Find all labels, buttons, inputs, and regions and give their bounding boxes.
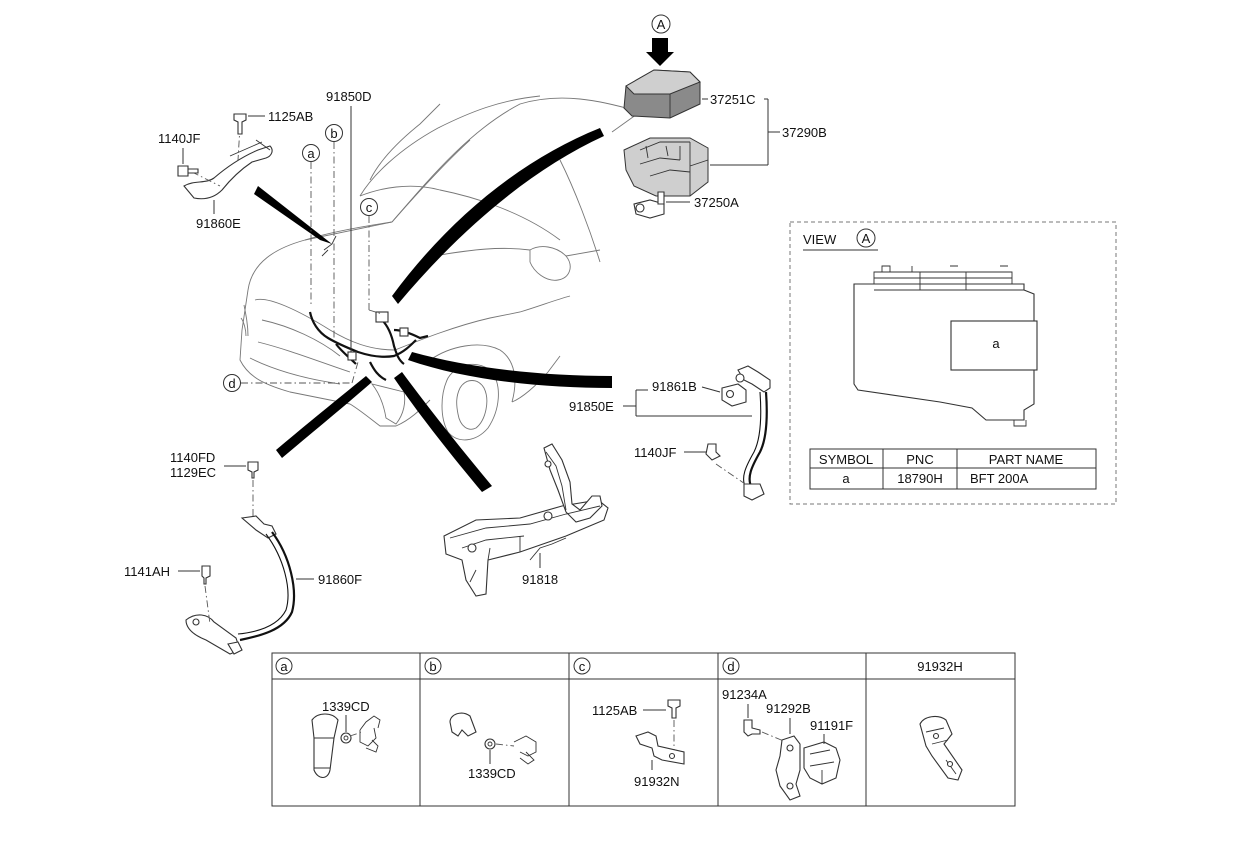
panel-c-label-1125AB: 1125AB (592, 703, 637, 718)
label-37251C: 37251C (710, 92, 756, 107)
terminal-housing (623, 137, 709, 197)
marker-c-callout: c (360, 198, 383, 315)
table-header-symbol: SYMBOL (819, 452, 873, 467)
panel-d-label-91292B: 91292B (766, 701, 811, 716)
harness-connector-icon (375, 311, 389, 323)
ground-cable-91860F (185, 461, 296, 655)
label-91850D: 91850D (326, 89, 372, 104)
label-91860F: 91860F (318, 572, 362, 587)
panel-d-label-91234A: 91234A (722, 687, 767, 702)
wiring-harness-91850D (308, 235, 429, 381)
panel-a-parts (311, 713, 381, 779)
bolt-icon (201, 565, 211, 585)
marker-a-top: a (307, 146, 315, 161)
panel-a-label-1339CD: 1339CD (322, 699, 370, 714)
panel-c-parts (635, 699, 685, 765)
label-91818: 91818 (522, 572, 558, 587)
panel-d-label-91191F: 91191F (810, 718, 853, 733)
table-header-pnc: PNC (906, 452, 933, 467)
panel-d-parts (743, 719, 841, 801)
ground-cable-91860E (177, 113, 273, 200)
label-37290B: 37290B (782, 125, 827, 140)
view-a-inner-label: a (992, 336, 1000, 351)
table-cell-part-name: BFT 200A (970, 471, 1029, 486)
marker-d-callout: d (223, 361, 359, 392)
bracket-91818 (443, 443, 609, 597)
panel-a-marker: a (280, 659, 288, 674)
label-91861B: 91861B (652, 379, 697, 394)
panel-c-label-91932N: 91932N (634, 774, 680, 789)
parts-table: SYMBOL PNC PART NAME a 18790H BFT 200A (809, 448, 1097, 490)
label-1129EC: 1129EC (170, 465, 216, 480)
bolt-icon (233, 113, 247, 135)
view-a-panel: VIEW A a (789, 221, 1117, 505)
location-arrows (254, 128, 612, 492)
label-91850E: 91850E (569, 399, 614, 414)
label-1140FD: 1140FD (170, 450, 215, 465)
bolt-icon (705, 443, 721, 461)
vehicle-outline (239, 95, 642, 441)
view-a-title: VIEW (803, 232, 837, 247)
table-cell-pnc: 18790H (897, 471, 943, 486)
bolt-icon (743, 719, 761, 737)
label-1125AB-top: 1125AB (268, 109, 313, 124)
terminal-cover-37251C (623, 69, 701, 119)
label-1141AH: 1141AH (124, 564, 170, 579)
label-37250A: 37250A (694, 195, 739, 210)
panel-c-marker: c (579, 659, 586, 674)
marker-a-callout: a (302, 144, 320, 305)
bolt-icon (247, 461, 259, 479)
marker-c-top: c (366, 200, 373, 215)
marker-b-top: b (330, 126, 337, 141)
label-91860E: 91860E (196, 216, 241, 231)
bolt-icon (667, 699, 681, 719)
panel-e-parts (919, 715, 963, 781)
panel-b-marker: b (429, 659, 436, 674)
bolt-icon (177, 165, 199, 177)
marker-b-callout: b (325, 124, 343, 338)
battery-cable-91850E (705, 365, 771, 501)
view-a-arrow: A (646, 14, 674, 66)
terminal-clamp-37250A (633, 191, 665, 219)
marker-d-top: d (228, 376, 235, 391)
panel-b-label-1339CD: 1339CD (468, 766, 516, 781)
label-1140JF-right: 1140JF (634, 445, 676, 460)
panel-b-parts (449, 712, 537, 765)
panel-d-marker: d (727, 659, 734, 674)
marker-A-top: A (657, 17, 666, 32)
table-cell-symbol: a (842, 471, 850, 486)
panel-e-title: 91932H (917, 659, 963, 674)
table-header-part-name: PART NAME (989, 452, 1064, 467)
view-a-marker: A (862, 231, 871, 246)
detail-panels: a b c d 91932H (271, 652, 1016, 807)
label-1140JF-left: 1140JF (158, 131, 200, 146)
